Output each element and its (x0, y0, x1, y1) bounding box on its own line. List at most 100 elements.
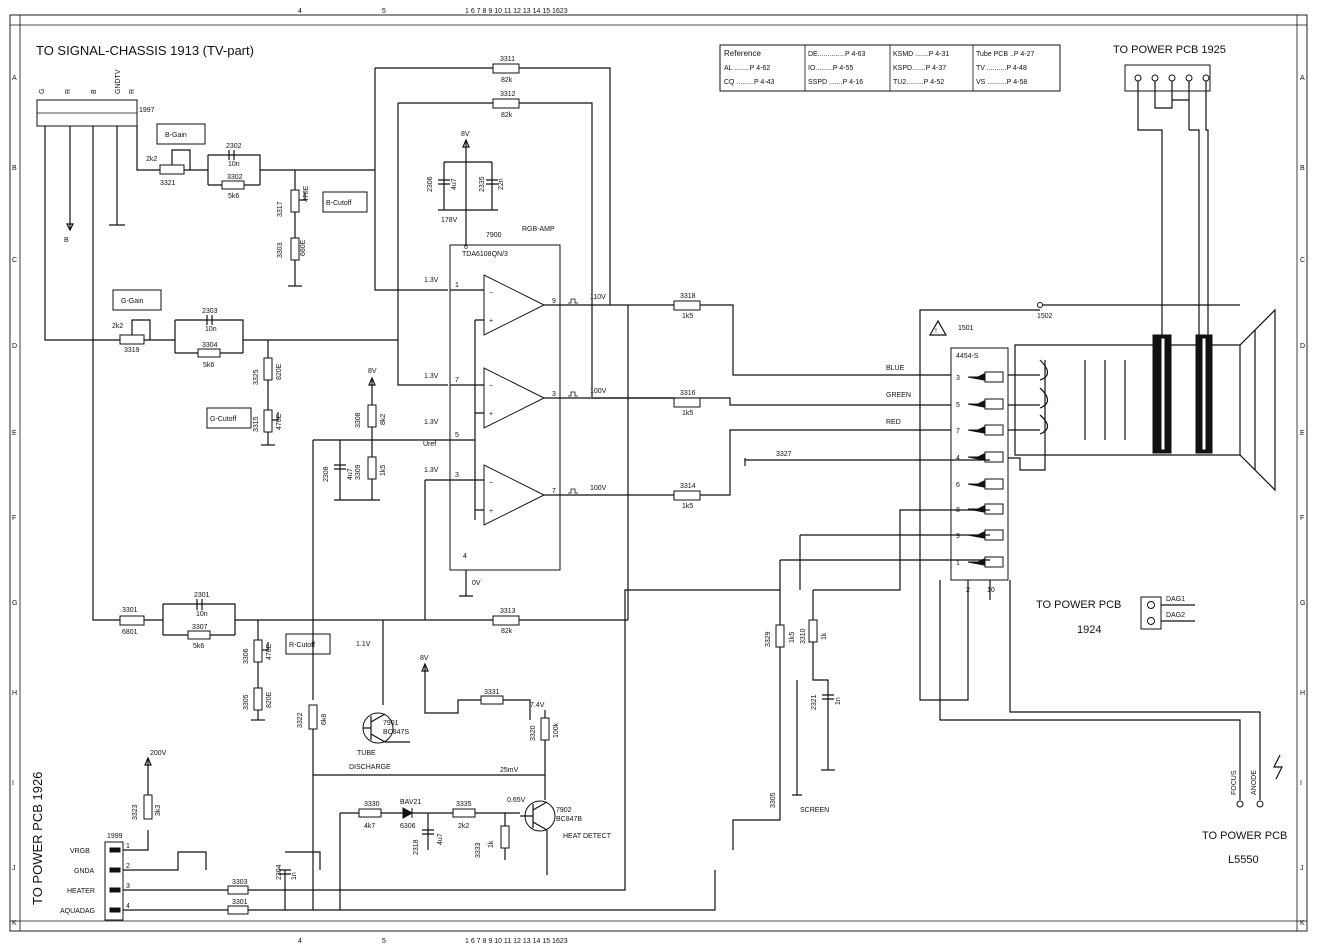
svg-text:820E: 820E (266, 691, 273, 708)
svg-text:820E: 820E (276, 363, 283, 380)
svg-text:TO POWER PCB: TO POWER PCB (1202, 830, 1287, 842)
svg-text:1502: 1502 (1037, 313, 1053, 320)
svg-text:7: 7 (552, 488, 556, 495)
svg-text:2303: 2303 (202, 308, 218, 315)
top-col-5: 5 (382, 8, 386, 15)
svg-text:10n: 10n (196, 611, 208, 618)
svg-text:1k5: 1k5 (789, 632, 796, 643)
svg-text:10: 10 (987, 587, 995, 594)
svg-text:5k6: 5k6 (193, 643, 204, 650)
green-label: GREEN (886, 392, 911, 399)
svg-text:!: ! (935, 328, 937, 335)
row-letter-c-left: C (12, 257, 17, 264)
svg-text:3309: 3309 (355, 464, 362, 480)
b-gain-box (156, 123, 206, 145)
svg-text:3303: 3303 (232, 879, 248, 886)
row-letter-g-left: G (12, 600, 17, 607)
svg-text:HEATER: HEATER (67, 888, 95, 895)
svg-text:1.3V: 1.3V (424, 373, 439, 380)
svg-text:1k: 1k (821, 632, 828, 640)
svg-text:KSPD.......P 4-37: KSPD.......P 4-37 (893, 65, 946, 72)
connector-1925: TO POWER PCB 1925 (1113, 44, 1226, 338)
svg-text:1924: 1924 (1077, 624, 1101, 636)
b-gain-label: B-Gain (165, 132, 187, 139)
socket-pin-arrow (967, 558, 985, 566)
svg-text:2301: 2301 (194, 592, 210, 599)
bottom-col-4: 4 (298, 938, 302, 945)
svg-text:6: 6 (464, 244, 468, 251)
reference-table: Reference DE..............P 4-63 KSMD ..… (719, 44, 1061, 92)
svg-text:3323: 3323 (132, 804, 139, 820)
svg-text:3315: 3315 (253, 416, 260, 432)
svg-text:1n: 1n (835, 697, 842, 705)
row-letter-e-right: E (1300, 430, 1305, 437)
svg-text:−: − (489, 290, 493, 297)
svg-text:TO POWER PCB: TO POWER PCB (1036, 599, 1121, 611)
svg-text:3: 3 (455, 472, 459, 479)
row-letter-j-right: J (1300, 865, 1304, 872)
socket-pin-contact (984, 556, 1004, 568)
svg-text:ANODE: ANODE (1251, 770, 1258, 795)
svg-text:7: 7 (455, 377, 459, 384)
row-letter-f-left: F (12, 515, 16, 522)
svg-text:2k2: 2k2 (146, 156, 157, 163)
svg-text:110V: 110V (590, 294, 606, 301)
svg-text:4u7: 4u7 (451, 178, 458, 190)
svg-text:4454-S: 4454-S (956, 353, 979, 360)
svg-text:VS ..........P 4-58: VS ..........P 4-58 (976, 79, 1027, 86)
socket-pin-arrow (967, 426, 985, 434)
svg-text:10n: 10n (228, 161, 240, 168)
svg-text:100V: 100V (590, 388, 607, 395)
svg-text:8V: 8V (420, 655, 429, 662)
ic-title: RGB-AMP (522, 226, 555, 233)
svg-text:6801: 6801 (122, 629, 138, 636)
svg-text:3335: 3335 (456, 801, 472, 808)
svg-text:3: 3 (552, 391, 556, 398)
crt-tube (1014, 308, 1276, 492)
svg-text:DAG2: DAG2 (1166, 612, 1185, 619)
svg-text:1k: 1k (488, 840, 495, 848)
svg-text:3301: 3301 (232, 899, 248, 906)
svg-text:TUBE: TUBE (357, 750, 376, 757)
svg-text:−: − (489, 480, 493, 487)
svg-text:3314: 3314 (680, 483, 696, 490)
svg-text:1k5: 1k5 (682, 410, 693, 417)
bottom-ruler-label: 1 6 7 8 9 10 11 12 13 14 15 1623 (465, 938, 568, 945)
svg-text:Reference: Reference (724, 49, 761, 58)
socket-pin-contact (984, 398, 1004, 410)
svg-text:1.1V: 1.1V (356, 641, 371, 648)
uref-divider: 8V 3308 8k2 3309 1k5 2308 4u7 (312, 368, 450, 700)
svg-text:470E: 470E (276, 413, 283, 430)
pin-b-label: B (91, 89, 98, 94)
pin-g-label: G (39, 89, 46, 94)
socket-pin-arrow (967, 480, 985, 488)
svg-text:+: + (489, 318, 493, 325)
svg-text:−: − (489, 383, 493, 390)
svg-text:TV ..........P 4-48: TV ..........P 4-48 (976, 65, 1027, 72)
connector-1997-id: 1997 (139, 107, 155, 114)
svg-text:3302: 3302 (227, 174, 243, 181)
power-1926-label: TO POWER PCB 1926 (30, 772, 45, 905)
row-letter-b-left: B (12, 165, 17, 172)
supply-decoupling: 8V 2306 4u7 2335 22n 178V (427, 131, 505, 245)
svg-text:3320: 3320 (530, 725, 537, 741)
svg-text:1k5: 1k5 (682, 503, 693, 510)
svg-text:DISCHARGE: DISCHARGE (349, 764, 391, 771)
svg-text:82k: 82k (501, 77, 513, 84)
svg-text:8V: 8V (461, 131, 470, 138)
svg-text:8k2: 8k2 (380, 414, 387, 425)
row-letter-h-right: H (1300, 690, 1305, 697)
svg-text:3327: 3327 (776, 451, 792, 458)
pin-r2-label: R (129, 89, 136, 94)
svg-text:GNDA: GNDA (74, 868, 95, 875)
svg-text:9: 9 (552, 298, 556, 305)
svg-text:680E: 680E (300, 239, 307, 256)
svg-text:3306: 3306 (243, 648, 250, 664)
svg-text:2335: 2335 (479, 176, 486, 192)
blue-label: BLUE (886, 365, 905, 372)
svg-text:Uref: Uref (423, 441, 436, 448)
row-letter-c-right: C (1300, 257, 1305, 264)
bottom-col-5: 5 (382, 938, 386, 945)
svg-text:25mV: 25mV (500, 767, 519, 774)
